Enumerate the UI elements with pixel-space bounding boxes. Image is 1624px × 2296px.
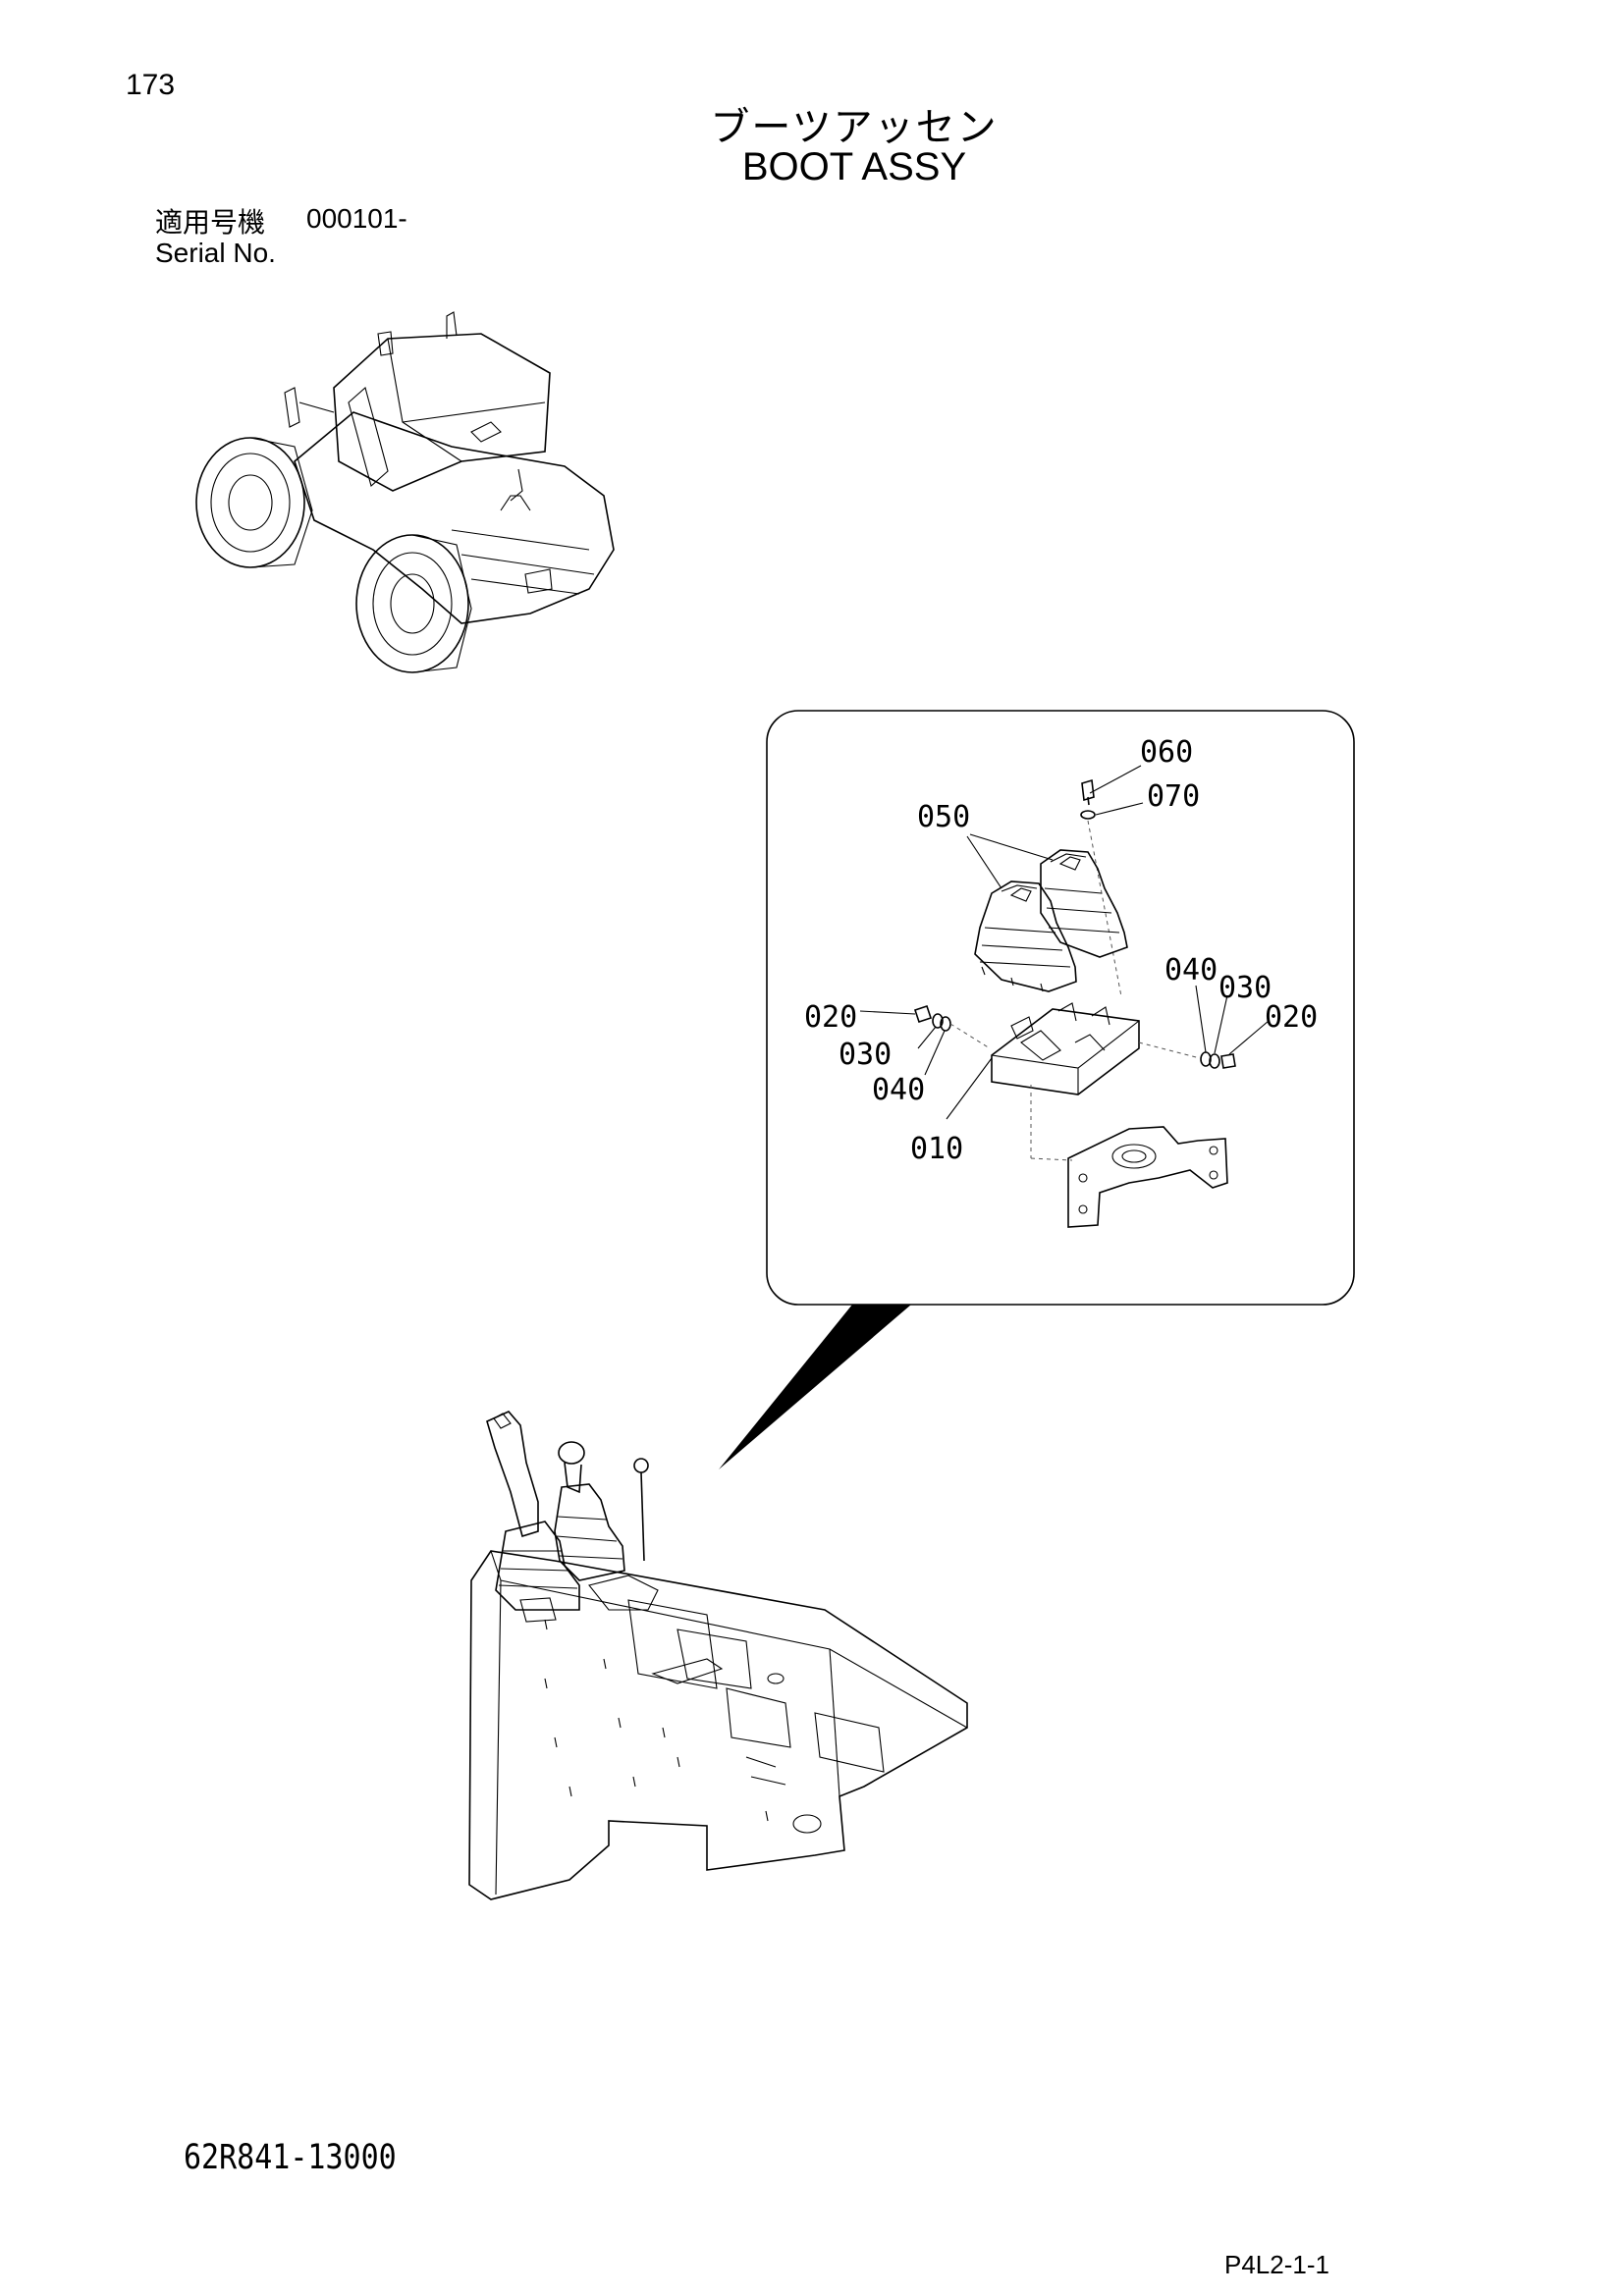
serial-number-value: 000101-: [306, 203, 407, 234]
bolt-060-washer-070: [1080, 765, 1144, 997]
title-japanese: ブーツアッセン: [710, 105, 999, 150]
detail-view-frame: [719, 710, 1355, 1469]
title-english: BOOT ASSY: [741, 145, 967, 188]
callout-030-right: 030: [1218, 971, 1272, 1005]
fasteners-right: [1138, 985, 1270, 1069]
control-console-illustration: [468, 1411, 968, 1900]
callout-010: 010: [910, 1132, 963, 1166]
boot-050-pair: [966, 833, 1128, 992]
mounting-plate-010: [991, 1002, 1140, 1161]
callout-060: 060: [1140, 735, 1193, 770]
callout-030-left: 030: [839, 1038, 892, 1072]
callout-020-right: 020: [1265, 1000, 1318, 1035]
callout-050: 050: [917, 800, 970, 834]
callout-040-right: 040: [1164, 953, 1218, 988]
serial-label-japanese: 適用号機: [155, 206, 266, 239]
fasteners-left: [859, 1004, 993, 1120]
wheel-loader-illustration: [195, 311, 615, 673]
callout-020-left: 020: [804, 1000, 857, 1035]
serial-label-english: Serial No.: [155, 238, 276, 268]
support-bracket: [1067, 1126, 1228, 1228]
drawing-number: 62R841-13000: [184, 2138, 397, 2178]
page-number: 173: [126, 69, 176, 101]
page-code: P4L2-1-1: [1224, 2250, 1329, 2279]
callout-040-left: 040: [872, 1073, 925, 1107]
callout-070: 070: [1147, 779, 1200, 814]
